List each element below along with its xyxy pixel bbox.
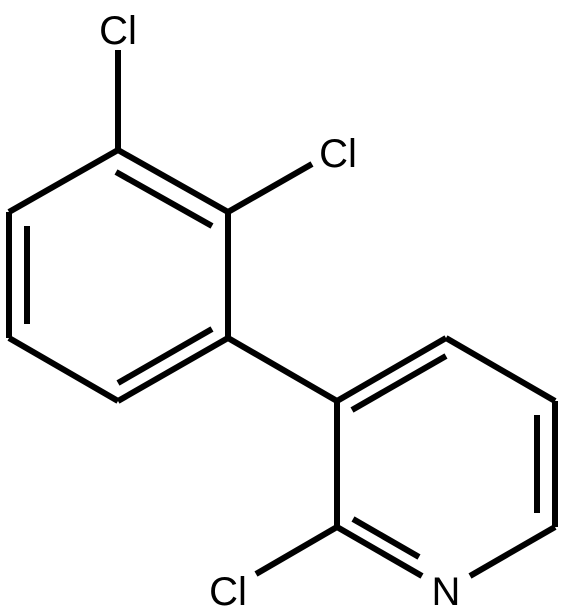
bond (351, 516, 421, 560)
atom-label-n: N (432, 570, 461, 614)
bond (350, 353, 448, 413)
bond (468, 524, 557, 579)
bond-to-cl-bottom (254, 524, 339, 577)
atom-label-cl-top: Cl (99, 9, 137, 53)
atom-label-cl-bottom: Cl (209, 570, 247, 614)
bond-to-cl-right (226, 161, 314, 215)
bond (116, 326, 214, 386)
bond (335, 524, 424, 579)
pyridine-ring (334, 335, 558, 579)
bond (116, 147, 230, 215)
phenyl-ring (6, 147, 231, 404)
bond (114, 169, 214, 229)
bond (7, 335, 120, 404)
bond (7, 147, 120, 215)
biaryl-bond (226, 335, 339, 404)
bond (116, 335, 230, 404)
bond (335, 335, 448, 404)
atom-label-cl-right: Cl (319, 132, 357, 176)
bond (444, 335, 557, 404)
